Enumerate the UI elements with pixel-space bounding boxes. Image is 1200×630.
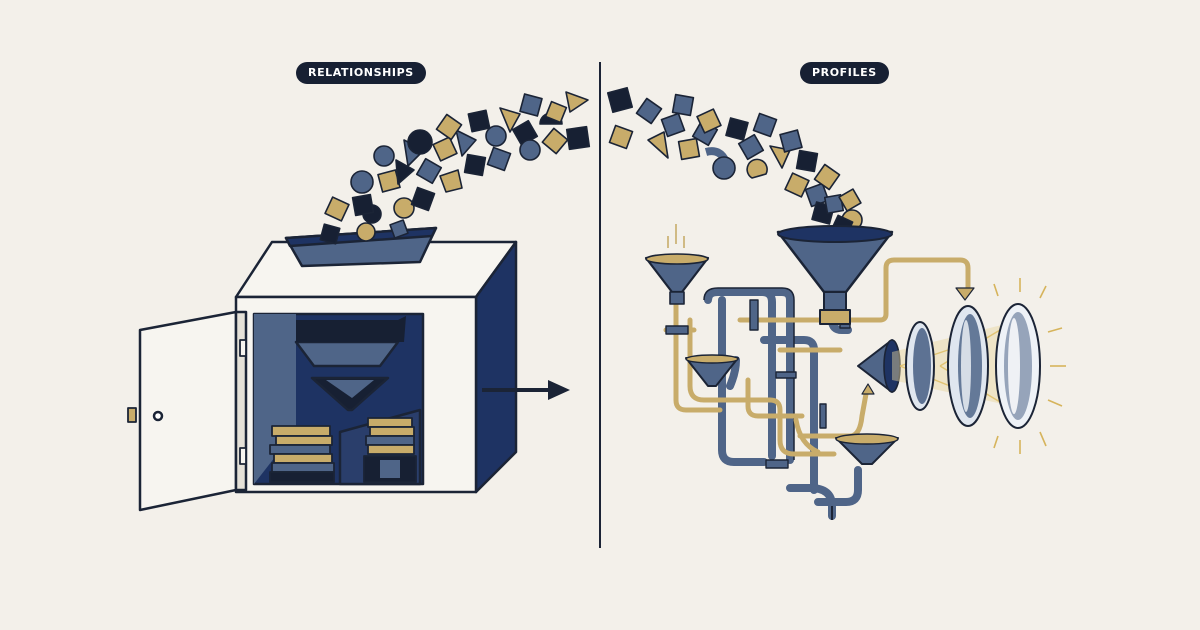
- main-funnel-spout: [823, 291, 847, 311]
- side-funnel-left-spout: [669, 291, 685, 305]
- glowing-lens-icon: [892, 278, 1066, 454]
- navy-pipes: [704, 288, 862, 520]
- cabinet-door[interactable]: [138, 310, 238, 512]
- main-funnel-rim: [777, 225, 893, 243]
- door-knob[interactable]: [152, 410, 164, 422]
- pipe-couplings: [665, 299, 851, 469]
- label-relationships: RELATIONSHIPS: [296, 62, 426, 84]
- door-hinge-top: [239, 339, 247, 357]
- interior-hopper-top: [296, 316, 406, 342]
- sparkle-left: [667, 224, 685, 248]
- open-cabinet-machine-icon: [127, 226, 518, 512]
- gold-pipes: [663, 257, 971, 457]
- lens-glow-rays: [993, 278, 1066, 454]
- falling-shapes-stream-left: [319, 91, 591, 245]
- funnel-pipe-network-icon: [644, 224, 975, 520]
- navy-pipes-outline: [703, 287, 795, 460]
- interior-funnel-highlight: [326, 380, 374, 398]
- book-stack-left: [269, 425, 335, 483]
- side-funnel-left-rim: [645, 253, 709, 265]
- right-arrow-icon: [482, 380, 570, 400]
- gold-arrow-down: [955, 287, 975, 301]
- gold-arrow-up: [861, 383, 875, 395]
- door-hinge-bottom: [239, 447, 247, 465]
- book-stack-right: [363, 417, 417, 483]
- interior-hopper-upper: [294, 340, 400, 368]
- falling-shapes-stream-right: [606, 86, 863, 238]
- door-latch: [127, 407, 137, 423]
- main-funnel-collar: [819, 309, 851, 325]
- label-profiles: PROFILES: [800, 62, 889, 84]
- mid-funnel-rim: [685, 354, 739, 364]
- bottom-funnel-rim: [835, 433, 899, 445]
